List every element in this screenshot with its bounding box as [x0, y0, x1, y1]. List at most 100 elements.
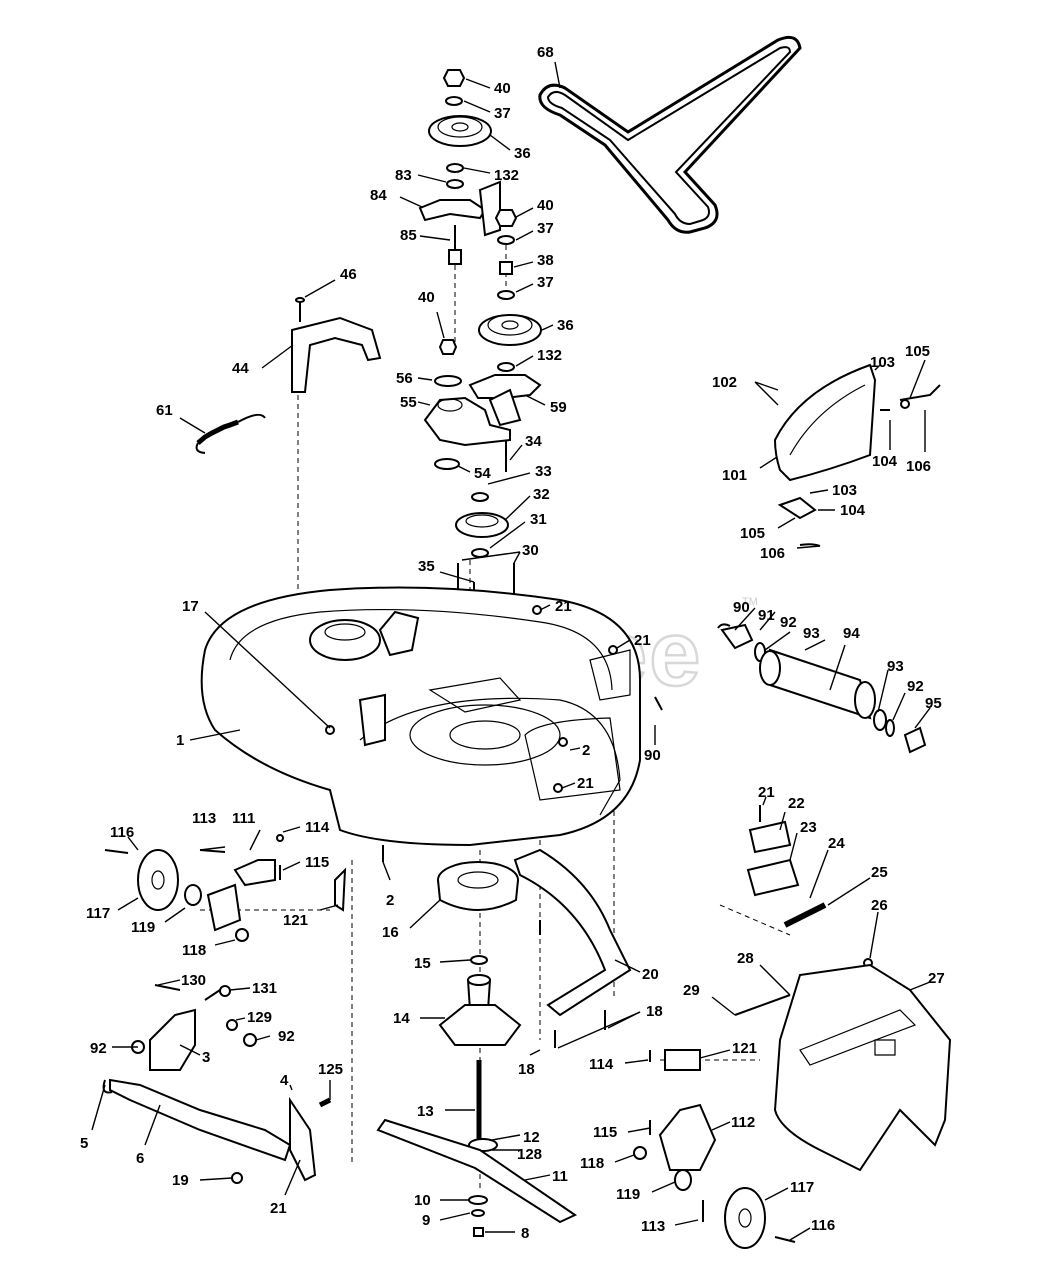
callout-85: 85: [400, 227, 417, 244]
callout-29: 29: [683, 982, 700, 999]
callout-18: 18: [518, 1061, 535, 1078]
callout-37: 37: [537, 220, 554, 237]
callout-27: 27: [928, 970, 945, 987]
callout-13: 13: [417, 1103, 434, 1120]
callout-12: 12: [523, 1129, 540, 1146]
callout-44: 44: [232, 360, 249, 377]
callout-labels: 40 37 36 132 83 84 85 40 37 38 37 36 132…: [80, 44, 945, 1242]
callout-119: 119: [131, 919, 155, 936]
callout-28: 28: [737, 950, 754, 967]
callout-68: 68: [537, 44, 554, 61]
callout-117: 117: [790, 1179, 814, 1196]
front-linkage-assembly: [102, 984, 332, 1184]
left-wheel-assembly: [104, 834, 347, 942]
callout-18: 18: [646, 1003, 663, 1020]
callout-59: 59: [550, 399, 567, 416]
callout-90: 90: [733, 599, 750, 616]
leader-lines: [91, 61, 931, 1241]
callout-121: 121: [732, 1040, 757, 1057]
callout-26: 26: [871, 897, 888, 914]
top-pulley-stack: [418, 69, 501, 265]
callout-40: 40: [494, 80, 511, 97]
callout-92: 92: [780, 614, 797, 631]
callout-92: 92: [278, 1028, 295, 1045]
callout-118: 118: [580, 1155, 604, 1172]
callout-10: 10: [414, 1192, 431, 1209]
callout-56: 56: [396, 370, 413, 387]
chute-roller-part-94: [654, 623, 927, 754]
callout-106: 106: [906, 458, 931, 475]
callout-1: 1: [176, 732, 184, 749]
callout-84: 84: [370, 187, 387, 204]
callout-119: 119: [616, 1186, 640, 1203]
callout-113: 113: [641, 1218, 665, 1235]
callout-103: 103: [832, 482, 857, 499]
callout-112: 112: [731, 1114, 755, 1131]
callout-21: 21: [555, 598, 572, 615]
blade-spindle-assembly: [376, 845, 578, 1237]
callout-91: 91: [758, 607, 775, 624]
callout-118: 118: [182, 942, 206, 959]
callout-35: 35: [418, 558, 435, 575]
callout-24: 24: [828, 835, 845, 852]
right-wheel-assembly: [633, 1049, 796, 1249]
deflector-part-101: [773, 363, 941, 547]
callout-4: 4: [280, 1072, 289, 1089]
callout-117: 117: [86, 905, 110, 922]
callout-20: 20: [642, 966, 659, 983]
belt-guard-part-44: [291, 297, 382, 393]
callout-92: 92: [907, 678, 924, 695]
callout-114: 114: [589, 1056, 614, 1073]
callout-104: 104: [840, 502, 866, 519]
callout-55: 55: [400, 394, 417, 411]
callout-121: 121: [283, 912, 308, 929]
callout-22: 22: [788, 795, 805, 812]
mower-deck-part-1: [200, 586, 641, 847]
callout-102: 102: [712, 374, 737, 391]
callout-94: 94: [843, 625, 860, 642]
callout-11: 11: [552, 1168, 568, 1185]
callout-132: 132: [537, 347, 562, 364]
callout-2: 2: [582, 742, 590, 759]
callout-30: 30: [522, 542, 539, 559]
callout-130: 130: [181, 972, 206, 989]
callout-8: 8: [521, 1225, 529, 1242]
callout-116: 116: [811, 1217, 835, 1234]
callout-37: 37: [537, 274, 554, 291]
callout-113: 113: [192, 810, 216, 827]
callout-128: 128: [517, 1146, 542, 1163]
callout-105: 105: [740, 525, 765, 542]
callout-93: 93: [887, 658, 904, 675]
callout-46: 46: [340, 266, 357, 283]
callout-92: 92: [90, 1040, 107, 1057]
callout-61: 61: [156, 402, 173, 419]
callout-36: 36: [514, 145, 531, 162]
callout-115: 115: [593, 1124, 617, 1141]
callout-115: 115: [305, 854, 329, 871]
callout-31: 31: [530, 511, 547, 528]
callout-17: 17: [182, 598, 199, 615]
callout-5: 5: [80, 1135, 88, 1152]
callout-125: 125: [318, 1061, 343, 1078]
callout-83: 83: [395, 167, 412, 184]
idler-arm-stack: [423, 339, 515, 615]
callout-16: 16: [382, 924, 399, 941]
callout-25: 25: [871, 864, 888, 881]
callout-38: 38: [537, 252, 554, 269]
support-arm-part-20: [513, 848, 632, 1048]
spring-part-61: [195, 413, 266, 454]
callout-37: 37: [494, 105, 511, 122]
callout-116: 116: [110, 824, 134, 841]
callout-3: 3: [202, 1049, 210, 1066]
callout-95: 95: [925, 695, 942, 712]
callout-33: 33: [535, 463, 552, 480]
belt-part-68: [538, 35, 802, 234]
callout-131: 131: [252, 980, 277, 997]
callout-2: 2: [386, 892, 394, 909]
callout-132: 132: [494, 167, 519, 184]
callout-23: 23: [800, 819, 817, 836]
callout-129: 129: [247, 1009, 272, 1026]
callout-40: 40: [418, 289, 435, 306]
watermark-trademark: TM: [742, 596, 758, 608]
